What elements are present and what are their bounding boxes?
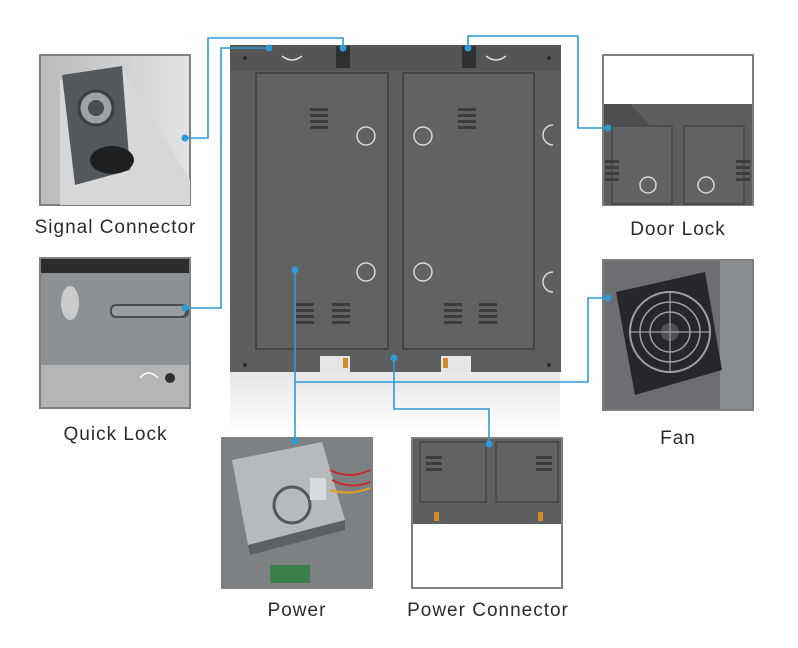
door-lock-photo	[602, 54, 754, 206]
power-photo	[221, 437, 373, 589]
label-fan: Fan	[660, 428, 696, 449]
leader-lines	[185, 35, 608, 444]
right-door-panel	[402, 72, 535, 350]
left-door-panel	[255, 72, 389, 350]
fan-photo	[602, 259, 754, 411]
label-signal-connector: Signal Connector	[34, 217, 197, 238]
power-connector-photo	[411, 437, 563, 589]
label-door-lock: Door Lock	[630, 219, 726, 240]
label-power-connector: Power Connector	[407, 600, 569, 621]
leader-door-lock	[467, 35, 608, 129]
label-quick-lock: Quick Lock	[63, 424, 168, 445]
quick-lock-photo	[39, 257, 191, 409]
label-power: Power	[267, 600, 327, 621]
leader-power-connector	[393, 358, 490, 444]
leader-fan	[294, 270, 608, 383]
leader-signal-connector	[185, 37, 344, 139]
led-cabinet	[230, 45, 561, 432]
leader-dots	[181, 44, 612, 448]
signal-connector-photo	[39, 54, 191, 206]
leader-quick-lock	[185, 47, 269, 309]
